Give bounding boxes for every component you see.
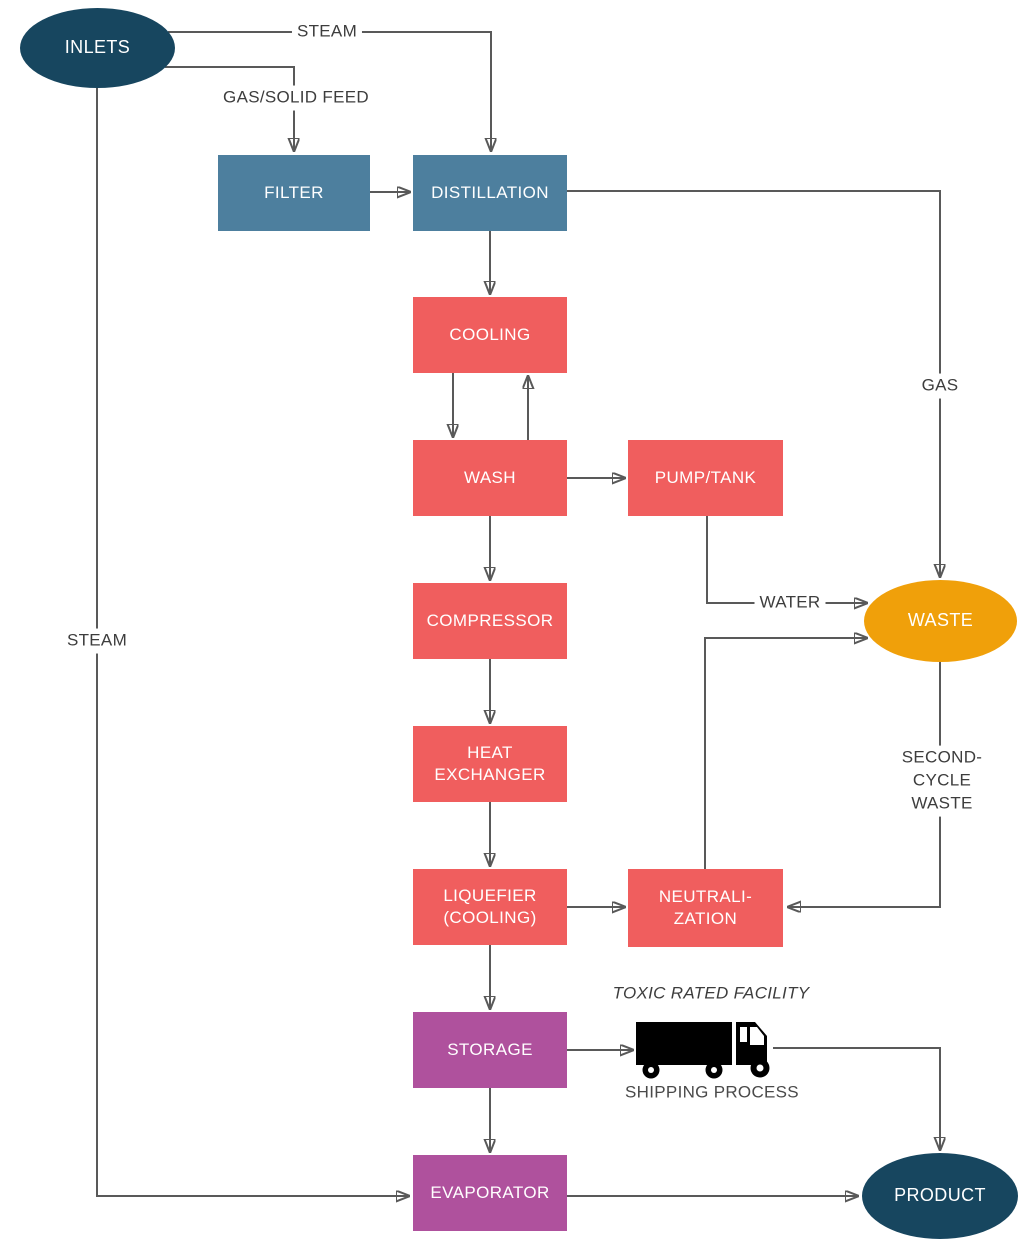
node-distillation-label: DISTILLATION — [431, 182, 549, 202]
truck-icon — [636, 1022, 770, 1079]
node-neutralization-label: NEUTRALI- ZATION — [658, 886, 753, 928]
node-evaporator-label: EVAPORATOR — [430, 1182, 550, 1202]
node-compressor: COMPRESSOR — [413, 583, 567, 659]
edge-neutralization-waste — [704, 638, 867, 869]
edge-label-toxic-rated-facility: TOXIC RATED FACILITY — [607, 981, 815, 1007]
node-waste-label: WASTE — [907, 610, 974, 631]
node-product-label: PRODUCT — [894, 1185, 986, 1206]
node-distillation: DISTILLATION — [413, 155, 567, 231]
node-heat-exchanger: HEAT EXCHANGER — [413, 726, 567, 802]
node-cooling: COOLING — [413, 297, 567, 373]
node-wash-label: WASH — [464, 467, 516, 487]
node-pump-tank: PUMP/TANK — [628, 440, 783, 516]
node-liquefier: LIQUEFIER (COOLING) — [413, 869, 567, 945]
node-storage: STORAGE — [413, 1012, 567, 1088]
node-heat-exchanger-label: HEAT EXCHANGER — [434, 742, 546, 784]
edge-label-shipping-process: SHIPPING PROCESS — [620, 1080, 804, 1106]
node-cooling-label: COOLING — [449, 324, 531, 344]
node-product: PRODUCT — [862, 1153, 1018, 1239]
node-filter: FILTER — [218, 155, 370, 231]
node-liquefier-label: LIQUEFIER (COOLING) — [443, 885, 537, 927]
edge-label-gas-solid-feed: GAS/SOLID FEED — [218, 85, 374, 111]
node-inlets-label: INLETS — [64, 37, 131, 58]
edge-label-gas: GAS — [916, 373, 964, 399]
edge-distillation-gas-waste — [567, 190, 940, 577]
edge-shipping-product — [773, 1047, 940, 1150]
edge-label-steam-top: STEAM — [291, 19, 363, 45]
edge-label-second-cycle-waste: SECOND-CYCLE WASTE — [896, 745, 988, 817]
edge-label-steam-left: STEAM — [61, 628, 133, 654]
edge-inlets-steam-distillation — [168, 31, 491, 151]
edge-label-water: WATER — [754, 590, 826, 616]
node-pump-tank-label: PUMP/TANK — [654, 467, 757, 487]
edge-inlets-feed-filter — [165, 66, 294, 151]
node-evaporator: EVAPORATOR — [413, 1155, 567, 1231]
edge-waste-secondcycle-neutralization — [788, 662, 941, 907]
node-neutralization: NEUTRALI- ZATION — [628, 869, 783, 947]
node-inlets: INLETS — [20, 8, 175, 88]
node-filter-label: FILTER — [264, 182, 324, 202]
node-waste: WASTE — [864, 580, 1017, 662]
node-storage-label: STORAGE — [447, 1039, 533, 1059]
node-compressor-label: COMPRESSOR — [426, 610, 554, 630]
node-wash: WASH — [413, 440, 567, 516]
edge-inlets-steam-evaporator — [96, 88, 409, 1196]
